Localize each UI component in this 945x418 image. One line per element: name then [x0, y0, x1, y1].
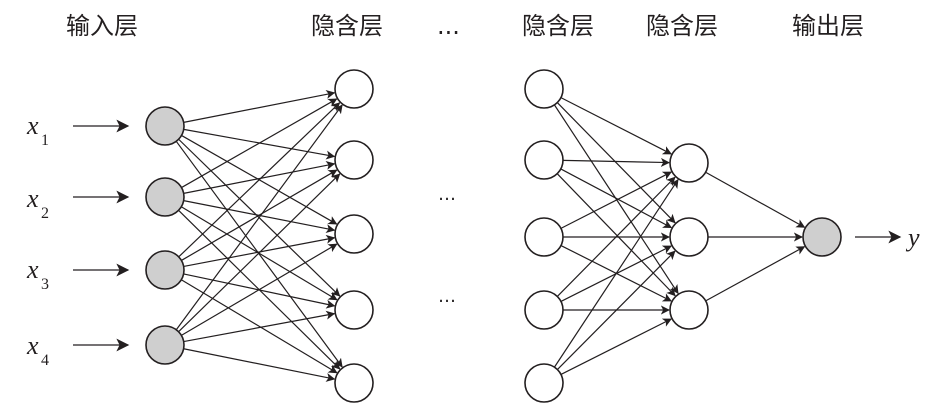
edge-hidden3-output: [705, 171, 806, 228]
edge-hidden2-hidden3: [560, 171, 672, 229]
input-node-1: [145, 106, 185, 146]
edge-hidden2-hidden3: [556, 250, 676, 370]
edge-hidden3-output: [705, 246, 806, 302]
hidden1-node-1: [334, 69, 374, 109]
title-hidden-layer-2: 隐含层: [522, 12, 594, 40]
connection-edges: [175, 89, 806, 382]
input-subscript: 4: [41, 352, 49, 369]
title-hidden-layer-1: 隐含层: [311, 12, 383, 40]
edge-hidden2-hidden3: [562, 157, 670, 167]
edge-hidden2-hidden3: [560, 318, 672, 375]
title-input-layer: 输入层: [66, 12, 138, 40]
input-label-x2: x 2: [26, 184, 49, 222]
input-label-x3: x 3: [26, 255, 49, 293]
hidden2-node-5: [524, 363, 564, 403]
input-label-x1: x 1: [26, 111, 49, 149]
input-var: x: [26, 111, 39, 140]
title-gap-ellipsis: ...: [437, 12, 460, 40]
input-var: x: [26, 331, 39, 360]
input-subscript: 3: [41, 276, 49, 293]
input-label-x4: x 4: [26, 331, 49, 369]
hidden1-node-2: [334, 140, 374, 180]
edge-hidden2-hidden3: [556, 176, 676, 297]
edge-hidden2-hidden3: [560, 97, 672, 155]
edge-input-hidden1: [175, 140, 343, 368]
edge-hidden2-hidden3: [553, 104, 679, 295]
edge-input-hidden1: [180, 279, 338, 374]
title-output-layer: 输出层: [792, 12, 864, 40]
hidden1-node-5: [334, 363, 374, 403]
hidden2-node-2: [524, 140, 564, 180]
input-node-4: [145, 325, 185, 365]
input-subscript: 2: [41, 205, 49, 222]
input-var: x: [26, 255, 39, 284]
hidden1-node-4: [334, 290, 374, 330]
edge-input-hidden1: [183, 234, 336, 268]
edge-input-hidden1: [181, 98, 338, 189]
edge-hidden2-hidden3: [556, 102, 676, 224]
edge-input-hidden1: [183, 89, 336, 123]
edge-input-hidden1: [181, 169, 338, 261]
input-node-2: [145, 177, 185, 217]
network-nodes: [145, 69, 842, 403]
edge-input-hidden1: [183, 348, 336, 382]
hidden2-node-4: [524, 290, 564, 330]
hidden2-node-1: [524, 69, 564, 109]
hidden2-node-3: [524, 217, 564, 257]
output-label-y: y: [905, 223, 920, 252]
edge-input-hidden1: [178, 102, 341, 258]
edge-hidden2-hidden3: [553, 178, 679, 368]
input-var: x: [26, 184, 39, 213]
hidden1-node-3: [334, 214, 374, 254]
input-node-3: [145, 250, 185, 290]
title-hidden-layer-3: 隐含层: [646, 12, 718, 40]
edge-input-hidden1: [175, 104, 343, 331]
ellipsis-lower: …: [438, 286, 456, 307]
edge-input-hidden1: [178, 173, 341, 333]
input-subscript: 1: [41, 132, 49, 149]
hidden3-node-1: [669, 143, 709, 183]
input-arrows: [73, 119, 902, 352]
edge-input-hidden1: [181, 243, 338, 336]
edge-hidden2-hidden3: [556, 173, 676, 297]
ellipsis-upper: …: [438, 184, 456, 205]
hidden3-node-2: [669, 217, 709, 257]
output-node-1: [802, 217, 842, 257]
edge-input-hidden1: [183, 310, 336, 343]
hidden3-node-3: [669, 290, 709, 330]
edge-input-hidden1: [183, 160, 336, 194]
